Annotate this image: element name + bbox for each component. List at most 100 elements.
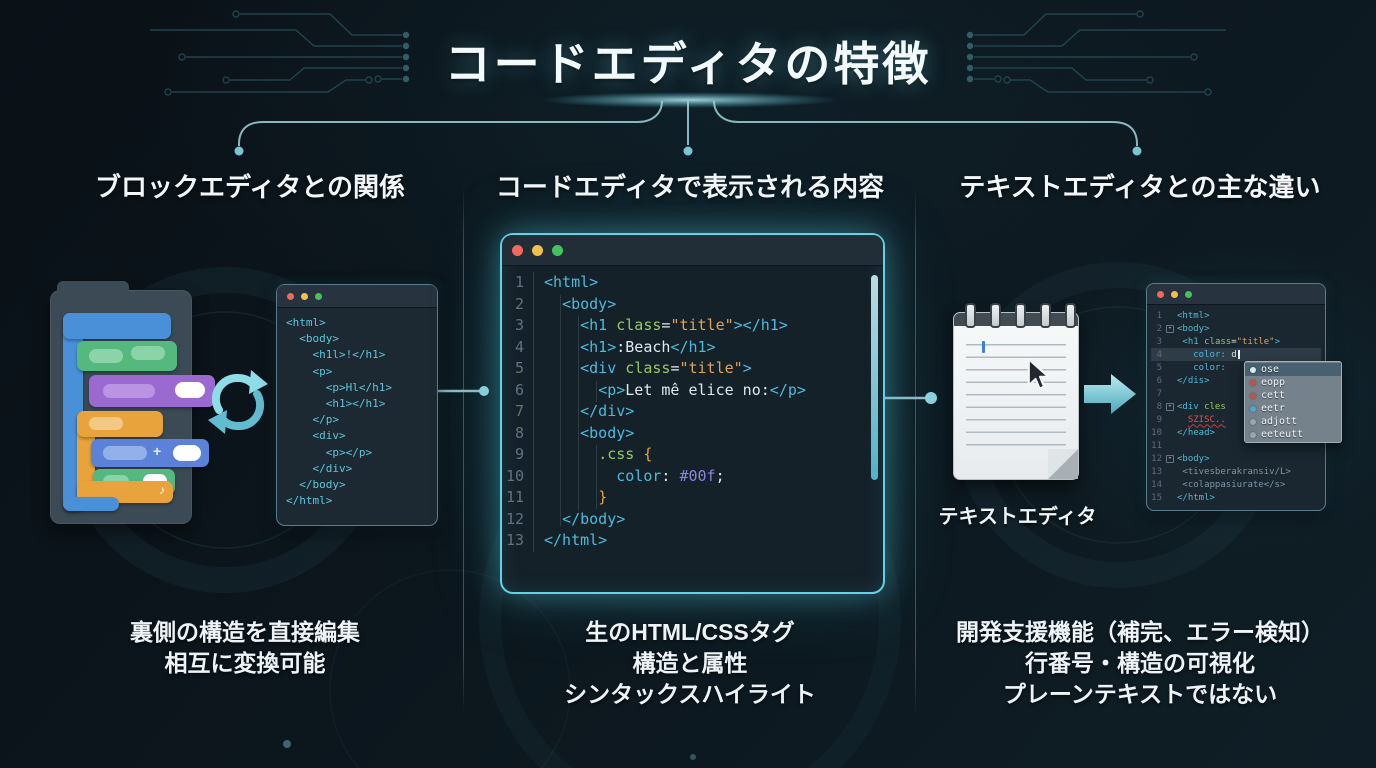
code-segment: <h1 [580, 316, 617, 334]
indent-guide [596, 445, 597, 509]
autocomplete-label: eetr [1261, 403, 1286, 414]
autocomplete-item: adjott [1245, 415, 1341, 428]
code-line: 8 <body> [502, 422, 875, 444]
code-segment: <html> [1177, 310, 1210, 321]
sync-icon [208, 370, 268, 434]
note-line: シンタックスハイライト [564, 681, 816, 707]
code-segment: <html> [544, 273, 599, 291]
arrow-right-icon [1084, 374, 1136, 414]
line-number: 7 [502, 401, 534, 423]
autocomplete-item: eopp [1245, 376, 1341, 389]
block-orange-top [77, 411, 163, 437]
code-segment: <body> [580, 423, 635, 442]
minimize-button-icon [532, 244, 543, 256]
code-line: 10</head> [1151, 426, 1321, 439]
code-segment [544, 380, 598, 402]
code-line: 13 <tivesberakransiv/L> [1151, 465, 1321, 478]
spiral-ring-icon [1040, 303, 1051, 328]
completion-kind-icon [1250, 366, 1256, 373]
code-segment: color: [1193, 349, 1232, 360]
code-line: <h1l>!</h1> [286, 348, 386, 362]
code-line: 7 [1151, 387, 1321, 400]
note-line: 開発支援機能（補完、エラー検知） [956, 619, 1324, 645]
code-segment: cles [1204, 401, 1226, 412]
page-title: コードエディタの特徴 [444, 38, 932, 90]
completion-kind-icon [1250, 405, 1256, 412]
line-number: 7 [1156, 388, 1162, 399]
code-line: 6 <p>Let mê elice no:</p> [502, 379, 875, 402]
fold-marker-icon: - [1166, 452, 1174, 463]
code-segment [1177, 350, 1193, 360]
code-segment: > [742, 359, 752, 377]
text-cursor [1237, 350, 1240, 359]
code-segment: "title" [1236, 336, 1275, 347]
code-segment: <tivesberakransiv/L> [1182, 466, 1291, 477]
line-number: 9 [502, 444, 534, 466]
completion-kind-icon [1250, 379, 1256, 386]
code-segment: :Beach [616, 337, 671, 356]
code-segment: : [661, 466, 680, 485]
code-segment: "title" [670, 316, 734, 334]
code-segment: </head> [1177, 427, 1215, 438]
code-segment: </html> [1177, 492, 1215, 503]
line-number: 3 [1156, 336, 1162, 347]
code-editor-window: 1<html>2 <body>3 <h1 class="title"></h1>… [500, 233, 885, 594]
code-segment: </html> [544, 531, 608, 549]
line-number: 9 [1156, 414, 1162, 425]
block-blue-bottom [63, 497, 119, 511]
code-segment: Let mê elice no: [625, 380, 770, 399]
code-segment [544, 358, 580, 380]
completion-kind-icon [1250, 418, 1256, 425]
code-line: <p></p> [286, 445, 373, 459]
line-number: 11 [1151, 440, 1162, 451]
notepad-icon [953, 303, 1079, 480]
column-divider-right [915, 186, 916, 714]
autocomplete-label: eeteutt [1261, 429, 1304, 440]
maximize-button-icon [315, 292, 322, 300]
code-segment: class [616, 316, 662, 334]
code-line: <h1></h1> [286, 397, 386, 411]
code-line: </div> [286, 461, 353, 475]
note-line: プレーンテキストではない [1002, 681, 1278, 707]
autocomplete-label: ose [1261, 364, 1280, 375]
code-line: 7 </div> [502, 401, 875, 423]
line-number: 13 [1151, 466, 1162, 477]
note-line: 構造と属性 [632, 650, 748, 676]
line-number: 4 [1156, 349, 1162, 360]
code-line: <p>Hl</h1> [286, 380, 392, 394]
line-number: 3 [502, 315, 534, 337]
notes-block-editor: 裏側の構造を直接編集相互に変換可能 [30, 617, 460, 679]
code-segment: d [1231, 349, 1237, 360]
text-editor-label: テキストエディタ [938, 506, 1097, 528]
line-number: 12 [502, 508, 534, 530]
code-segment: <div [1177, 401, 1205, 412]
autocomplete-label: cett [1261, 390, 1286, 401]
code-line: </body> [286, 478, 346, 492]
code-segment: <body> [1177, 453, 1210, 464]
code-segment: <body> [1177, 323, 1210, 334]
indent-guide [560, 295, 561, 526]
indent-guide [578, 316, 579, 510]
code-line: 3 <h1 class="title"> [1151, 335, 1321, 348]
autocomplete-label: eopp [1261, 377, 1286, 388]
code-line: 13</html> [502, 530, 875, 552]
code-segment [544, 466, 616, 488]
code-segment [1177, 363, 1193, 373]
minimize-button-icon [1171, 290, 1178, 298]
block-blue-2: + [91, 439, 209, 467]
code-segment [544, 315, 580, 337]
maximize-button-icon [552, 244, 563, 256]
notes-code-editor: 生のHTML/CSSタグ構造と属性シンタックスハイライト [470, 617, 910, 710]
code-line: <p> [286, 364, 333, 378]
notes-text-editor: 開発支援機能（補完、エラー検知）行番号・構造の可視化プレーンテキストではない [905, 617, 1375, 710]
line-number: 1 [1156, 310, 1162, 321]
code-line: 15</html> [1151, 491, 1321, 504]
column-divider-left [463, 186, 464, 714]
block-editor-icon: + [50, 281, 215, 524]
note-line: 相互に変換可能 [164, 650, 326, 676]
block-blue-top [63, 313, 171, 339]
indent-guide [596, 381, 597, 402]
window-titlebar [1147, 284, 1325, 305]
code-segment: </dis> [1177, 375, 1210, 386]
